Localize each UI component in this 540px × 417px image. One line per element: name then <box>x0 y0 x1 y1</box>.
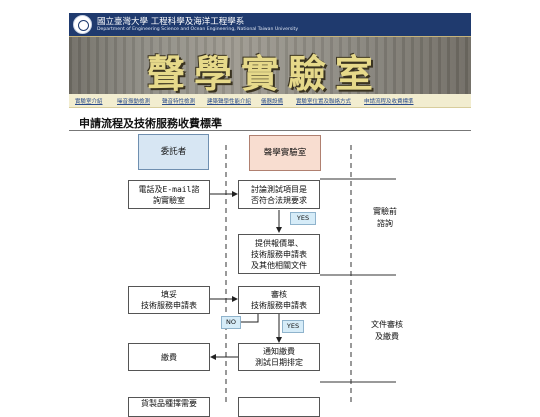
yes-label-2: YES <box>282 320 304 333</box>
phase-label-document-payment: 文件審核 及繳費 <box>362 319 412 349</box>
nav-item-lab-intro[interactable]: 實驗室介紹 <box>75 99 103 105</box>
site-header: 國立臺灣大學 工程科學及海洋工程學系 Department of Enginee… <box>69 13 471 36</box>
nav-item-equipment[interactable]: 儀器設備 <box>261 99 284 105</box>
lane-header-client: 委託者 <box>138 134 209 170</box>
university-name: 國立臺灣大學 工程科學及海洋工程學系 <box>97 17 245 27</box>
flowchart-lines <box>210 145 396 405</box>
yes-label: YES <box>290 212 316 225</box>
university-seal-icon <box>73 15 92 34</box>
step-contact-lab: 電話及E-mail諮 詢實驗室 <box>128 180 210 209</box>
step-partial-next: 貨製品種擇需要 <box>128 397 210 417</box>
step-fill-application: 填妥 技術服務申請表 <box>128 286 210 314</box>
nav-item-location-contact[interactable]: 實驗室位置及聯絡方式 <box>296 99 352 105</box>
banner-background <box>69 37 471 95</box>
department-english-name: Department of Engineering Science and Oc… <box>97 27 299 32</box>
step-review-application: 審核 技術服務申請表 <box>238 286 320 314</box>
lane-header-lab: 聲學實驗室 <box>249 135 321 171</box>
nav-item-noise-vibration[interactable]: 噪音振動檢測 <box>117 99 151 105</box>
no-label: NO <box>221 316 241 329</box>
step-notify-schedule: 通知繳費 測試日期排定 <box>238 343 320 371</box>
phase-label-pre-consult: 實驗前 諮詢 <box>362 206 408 236</box>
main-nav: 實驗室介紹 噪音振動檢測 聲音特性檢測 建築聲學性能介紹 儀器設備 實驗室位置及… <box>69 94 471 108</box>
banner-title: 聲學實驗室 <box>147 51 383 96</box>
step-provide-quote: 提供報價單、 技術服務申請表 及其他相關文件 <box>238 234 320 274</box>
step-discuss-requirements: 討論測試項目是 否符合法規要求 <box>238 180 320 209</box>
page-title: 申請流程及技術服務收費標準 <box>79 117 222 130</box>
heading-divider <box>69 130 471 131</box>
nav-item-building-acoustics[interactable]: 建築聲學性能介紹 <box>207 99 252 105</box>
step-payment: 繳費 <box>128 343 210 371</box>
nav-item-application-fees[interactable]: 申請流程及收費標準 <box>364 99 414 105</box>
nav-item-sound-characteristics[interactable]: 聲音特性檢測 <box>162 99 196 105</box>
step-partial-lab <box>238 397 320 417</box>
